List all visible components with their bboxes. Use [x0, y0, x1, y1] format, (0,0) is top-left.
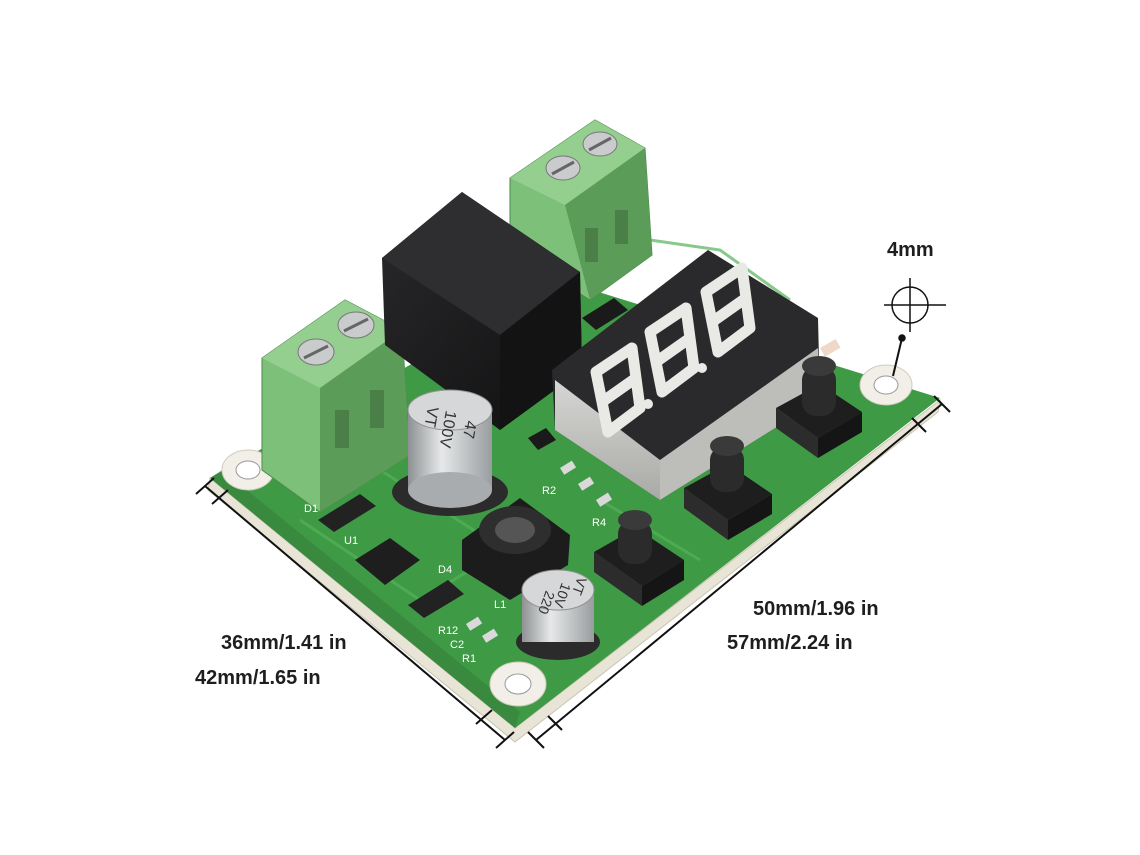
display-bottom	[660, 348, 820, 500]
depth-dimension-line	[204, 485, 506, 741]
hole-size-label: 4mm	[887, 239, 934, 261]
cap-small-brand: VT	[569, 575, 590, 598]
diode-d4	[408, 580, 464, 618]
label-d1: D1	[304, 503, 318, 515]
label-r2: R2	[542, 485, 556, 497]
label-r4: R4	[592, 517, 606, 529]
tact-button-3	[776, 356, 862, 458]
depth-inner-label: 36mm/1.41 in	[221, 632, 347, 654]
cap-large-rating: 100V	[436, 409, 459, 449]
transistor	[528, 428, 556, 450]
mount-hole-bottom	[489, 661, 547, 707]
led-indicator	[820, 339, 841, 357]
cap-large-value: 47	[459, 419, 479, 440]
label-c2: C2	[450, 639, 464, 651]
tact-button-2	[684, 436, 772, 540]
label-d2: D2	[630, 271, 644, 283]
resistor	[465, 616, 483, 631]
terminal-block-left	[261, 299, 411, 513]
capacitor-small: 220 10V VT	[516, 569, 600, 660]
digit-2	[644, 302, 700, 398]
resistor	[481, 628, 499, 643]
label-d4: D4	[438, 564, 452, 576]
mount-hole-left	[221, 449, 275, 491]
depth-outer-label: 42mm/1.65 in	[195, 667, 321, 689]
width-outer-label: 57mm/2.24 in	[727, 632, 853, 654]
resistor	[578, 476, 595, 491]
dimension-lines	[195, 395, 951, 749]
width-dimension-line	[535, 403, 943, 741]
ic-u1	[355, 538, 420, 585]
resistor	[596, 492, 613, 507]
label-r12: R12	[438, 625, 458, 637]
mount-hole-right	[859, 364, 913, 406]
cap-small-value: 220	[535, 589, 558, 617]
label-r1: R1	[462, 653, 476, 665]
label-l1: L1	[494, 599, 506, 611]
silkscreen-labels: D1 U1 D4 L1 R12 C2 R1 R2 R4 D2 R9	[304, 251, 670, 665]
tact-button-1	[594, 510, 684, 606]
cap-large-brand: VT	[420, 405, 440, 428]
width-inner-label: 50mm/1.96 in	[753, 598, 879, 620]
seven-segment-display	[552, 250, 820, 500]
smd-components	[318, 298, 841, 643]
display-side	[555, 380, 660, 500]
pcb-shade	[210, 470, 520, 728]
hole-size-symbol	[884, 278, 946, 377]
capacitor-large: 47 100V VT	[392, 389, 508, 516]
digit-1	[590, 342, 646, 438]
resistor	[560, 460, 577, 475]
label-r9: R9	[656, 251, 670, 263]
diode-d1	[318, 494, 376, 532]
digits	[590, 262, 756, 438]
digit-3	[700, 262, 756, 358]
label-u1: U1	[344, 535, 358, 547]
diode-top	[582, 298, 628, 330]
relay	[382, 192, 582, 430]
